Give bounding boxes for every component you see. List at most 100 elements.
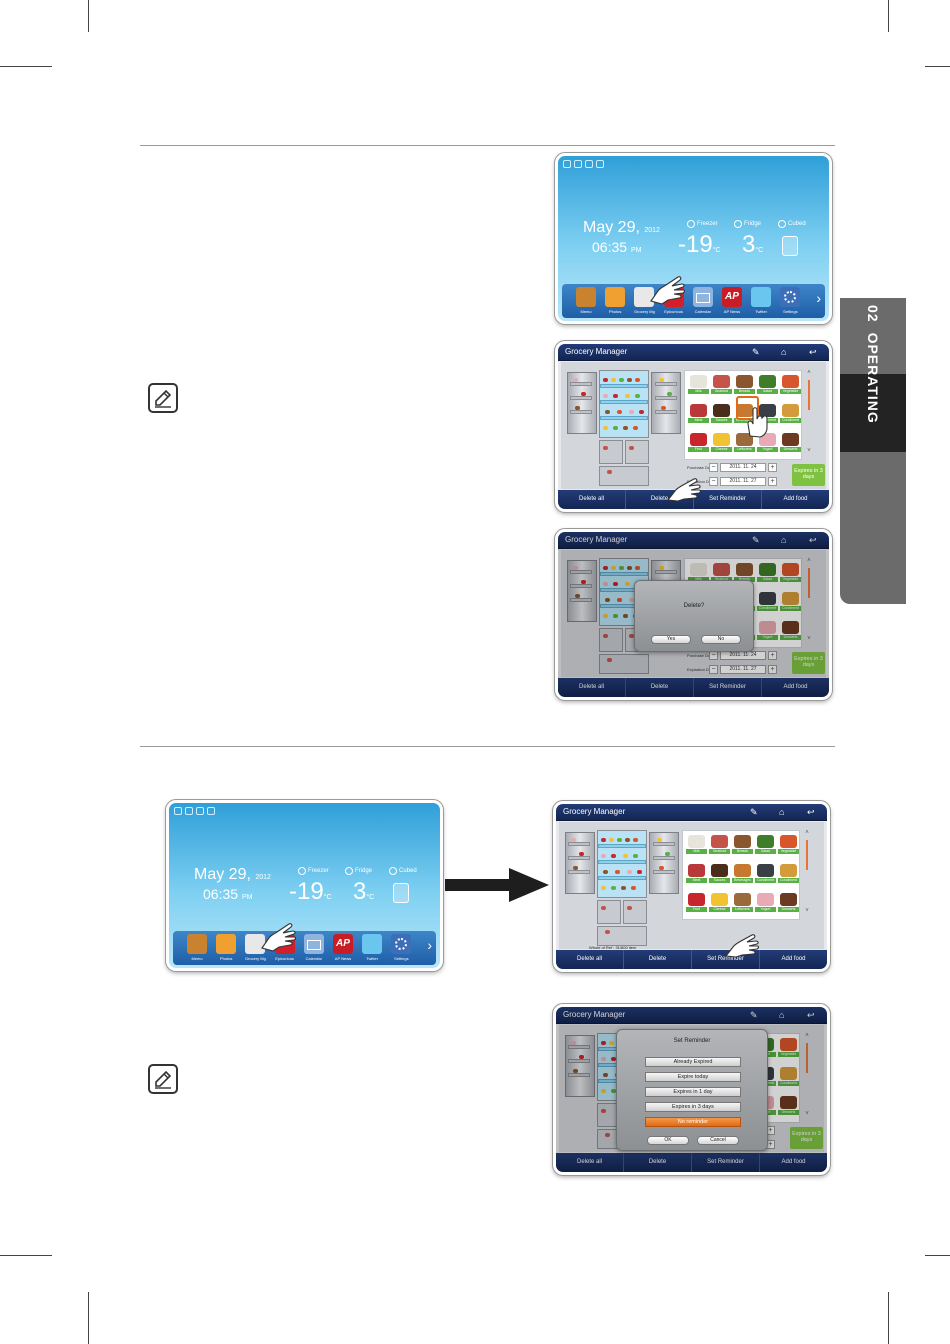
scroll-thumb[interactable] xyxy=(806,1043,808,1073)
category-item[interactable]: Salad xyxy=(755,834,776,854)
ok-button[interactable]: OK xyxy=(647,1136,689,1145)
decrement-button[interactable]: − xyxy=(709,463,718,472)
increment-button[interactable]: + xyxy=(768,463,777,472)
memo-icon[interactable]: ✎ xyxy=(750,807,758,817)
freezer-drawer[interactable] xyxy=(623,900,647,924)
delete-all-button[interactable]: Delete all xyxy=(558,678,626,697)
category-item[interactable]: Fruit xyxy=(688,432,709,452)
category-item[interactable]: Yogurt xyxy=(755,892,776,912)
cubed-ice-icon[interactable] xyxy=(782,236,798,256)
delete-button[interactable]: Delete xyxy=(626,678,694,697)
category-item[interactable]: Seafood xyxy=(711,562,732,582)
category-item[interactable]: Condiment xyxy=(778,1066,799,1086)
home-icon[interactable]: ⌂ xyxy=(781,535,787,545)
memo-icon[interactable] xyxy=(576,287,596,307)
chevron-up-icon[interactable]: ˄ xyxy=(805,830,809,836)
twitter-icon[interactable] xyxy=(751,287,772,307)
increment-button[interactable]: + xyxy=(768,651,777,660)
freezer-drawer[interactable] xyxy=(599,466,649,486)
category-item[interactable]: Sauces xyxy=(711,403,732,423)
set-reminder-button[interactable]: Set Reminder xyxy=(694,678,762,697)
settings-icon[interactable] xyxy=(391,934,412,954)
category-item[interactable]: Breads xyxy=(734,562,755,582)
category-item[interactable]: Sauces xyxy=(709,863,730,883)
category-item[interactable]: Cheese xyxy=(709,892,730,912)
chevron-up-icon[interactable]: ˄ xyxy=(807,558,811,564)
freezer-drawer[interactable] xyxy=(597,900,621,924)
settings-icon[interactable] xyxy=(780,287,801,307)
chevron-down-icon[interactable]: ˅ xyxy=(805,908,809,914)
home-icon[interactable]: ⌂ xyxy=(779,807,785,817)
category-item[interactable]: Seafood xyxy=(709,834,730,854)
memo-icon[interactable]: ✎ xyxy=(750,1010,758,1020)
category-item[interactable]: Vegetable xyxy=(780,562,801,582)
category-item[interactable]: Desserts xyxy=(778,1095,799,1115)
scroll-thumb[interactable] xyxy=(808,380,810,410)
category-item[interactable]: Vegetable xyxy=(778,834,799,854)
reminder-option[interactable]: No reminder xyxy=(645,1117,741,1127)
category-item[interactable]: Desserts xyxy=(780,620,801,640)
category-item[interactable]: Condiment xyxy=(780,403,801,423)
back-icon[interactable]: ↩ xyxy=(807,1010,815,1020)
category-item[interactable]: Leftovers xyxy=(734,432,755,452)
increment-button[interactable]: + xyxy=(768,477,777,486)
category-item[interactable]: Salad xyxy=(757,562,778,582)
cubed-ice-icon[interactable] xyxy=(393,883,409,903)
scroll-thumb[interactable] xyxy=(806,840,808,870)
reminder-option[interactable]: Expires in 3 days xyxy=(645,1102,741,1112)
category-item[interactable]: Milk xyxy=(686,834,707,854)
delete-all-button[interactable]: Delete all xyxy=(556,1153,624,1172)
cancel-button[interactable]: Cancel xyxy=(697,1136,739,1145)
category-item[interactable]: Cheese xyxy=(711,432,732,452)
category-scrollbar[interactable]: ˄˅ xyxy=(806,558,812,648)
category-item[interactable]: Yogurt xyxy=(757,432,778,452)
grocery-icon[interactable] xyxy=(245,934,266,954)
photos-icon[interactable] xyxy=(605,287,626,307)
reminder-option[interactable]: Already Expired xyxy=(645,1057,741,1067)
grocery-icon[interactable] xyxy=(634,287,655,307)
category-item[interactable]: Milk xyxy=(688,562,709,582)
category-item[interactable]: Condiment xyxy=(757,591,778,611)
category-item[interactable]: Beverages xyxy=(734,403,755,423)
chevron-down-icon[interactable]: ˅ xyxy=(807,636,811,642)
reminder-option[interactable]: Expire today xyxy=(645,1072,741,1082)
freezer-drawer[interactable] xyxy=(625,440,649,464)
home-icon[interactable]: ⌂ xyxy=(781,347,787,357)
freezer-drawer[interactable] xyxy=(599,628,623,652)
category-item[interactable]: Meat xyxy=(688,403,709,423)
set-reminder-button[interactable]: Set Reminder xyxy=(694,490,762,509)
delete-button[interactable]: Delete xyxy=(624,1153,692,1172)
reminder-option[interactable]: Expires in 1 day xyxy=(645,1087,741,1097)
category-item[interactable]: Milk xyxy=(688,374,709,394)
freezer-drawer[interactable] xyxy=(597,926,647,946)
category-item[interactable]: Desserts xyxy=(778,892,799,912)
memo-icon[interactable]: ✎ xyxy=(752,535,760,545)
chevron-down-icon[interactable]: ˅ xyxy=(805,1111,809,1117)
category-item[interactable]: Meat xyxy=(686,863,707,883)
chevron-up-icon[interactable]: ˄ xyxy=(805,1033,809,1039)
ap-news-icon[interactable]: AP xyxy=(333,934,353,954)
fridge-diagram[interactable] xyxy=(565,830,681,948)
category-item[interactable]: Vegetable xyxy=(780,374,801,394)
chevron-down-icon[interactable]: ˅ xyxy=(807,448,811,454)
freezer-drawer[interactable] xyxy=(599,440,623,464)
back-icon[interactable]: ↩ xyxy=(807,807,815,817)
add-food-button[interactable]: Add food xyxy=(783,684,808,690)
no-button[interactable]: No xyxy=(701,635,741,644)
category-item[interactable]: Vegetable xyxy=(778,1037,799,1057)
delete-button[interactable]: Delete xyxy=(626,490,694,509)
calendar-icon[interactable] xyxy=(692,287,713,307)
decrement-button[interactable]: − xyxy=(709,477,718,486)
back-icon[interactable]: ↩ xyxy=(809,535,817,545)
yes-button[interactable]: Yes xyxy=(651,635,691,644)
add-food-button[interactable]: Add food xyxy=(781,956,806,962)
category-item[interactable]: Leftovers xyxy=(732,892,753,912)
back-icon[interactable]: ↩ xyxy=(809,347,817,357)
ap-news-icon[interactable]: AP xyxy=(722,287,742,307)
decrement-button[interactable]: − xyxy=(709,665,718,674)
home-icon[interactable]: ⌂ xyxy=(779,1010,785,1020)
calendar-icon[interactable] xyxy=(303,934,324,954)
chevron-up-icon[interactable]: ˄ xyxy=(807,370,811,376)
set-reminder-button[interactable]: Set Reminder xyxy=(692,950,760,969)
category-item[interactable]: Seafood xyxy=(711,374,732,394)
